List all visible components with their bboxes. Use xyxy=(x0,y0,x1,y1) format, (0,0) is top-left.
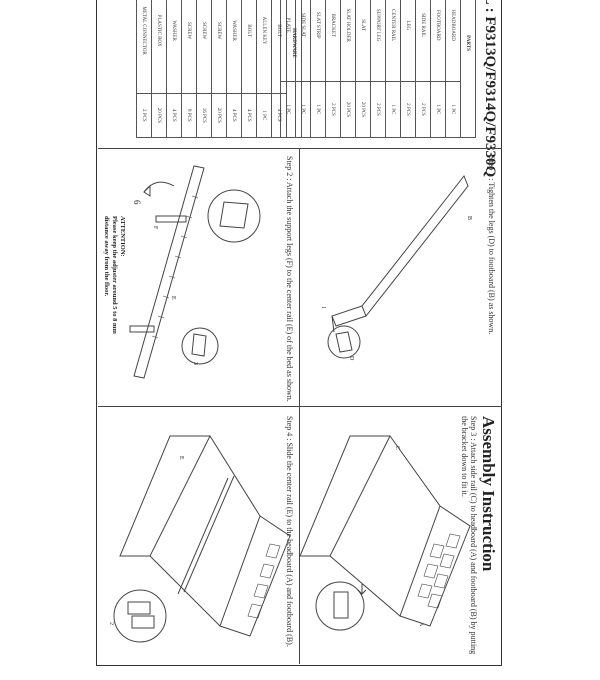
hardware-row: 5SCREW20 PCS xyxy=(211,0,227,138)
callout-2: 2 xyxy=(108,622,114,625)
hardware-part-name: SCREW xyxy=(211,0,227,94)
hardware-row: 7SCREW8 PCS xyxy=(181,0,197,138)
hardware-row: 8WASHER4 PCS xyxy=(166,0,182,138)
parts-header-row: PARTS xyxy=(460,0,476,138)
hardware-part-name: BOLT xyxy=(241,0,257,94)
attention-note: ATTENTION: Please keep the adjuster arou… xyxy=(102,216,126,334)
callout-1: 1 xyxy=(320,306,326,309)
hardware-header-row: HARDWARE xyxy=(286,0,302,138)
parts-part-name: FOOTBOARD xyxy=(430,0,446,82)
hardware-part-qty: 20 PCS xyxy=(211,93,227,138)
column-divider-2 xyxy=(98,406,502,407)
hardware-part-qty: 8 PCS xyxy=(181,93,197,138)
hardware-row: 3BOLT4 PCS xyxy=(241,0,257,138)
parts-part-name: SIDE RAIL xyxy=(415,0,431,82)
parts-part-name: SLAT xyxy=(355,0,371,82)
parts-part-name: CENTER RAIL xyxy=(385,0,401,82)
hardware-part-qty: 16 PCS xyxy=(196,93,212,138)
hardware-part-name: METAL CONNECTOR xyxy=(136,0,152,94)
parts-part-name: SUPPORT LEG xyxy=(370,0,386,82)
hardware-part-name: PLASTIC BOX xyxy=(151,0,167,94)
hardware-header: HARDWARE xyxy=(286,0,302,138)
hardware-row: 1BOLT4 PCS xyxy=(271,0,287,138)
callout-6: 6 xyxy=(132,200,142,205)
parts-part-qty: 20 PCS xyxy=(340,81,356,138)
instruction-sheet-photo: MODEL : F9313Q/F9314Q/F9330Q PARTSAHEADB… xyxy=(96,0,502,666)
hardware-row: 6SCREW16 PCS xyxy=(196,0,212,138)
parts-row: AHEADBOARD1 PC xyxy=(445,0,461,138)
step-4-illustration: E 2 xyxy=(108,434,291,643)
parts-part-qty: 2 PCS xyxy=(415,81,431,138)
callout-e-step4: E xyxy=(178,456,184,460)
parts-part-name: SLAT HOLDER xyxy=(340,0,356,82)
parts-part-qty: 2 PCS xyxy=(325,81,341,138)
callout-3: 3 xyxy=(192,362,198,365)
hardware-part-qty: 4 PCS xyxy=(166,93,182,138)
attention-title: ATTENTION: xyxy=(119,216,126,257)
parts-part-name: LEG xyxy=(400,0,416,82)
hardware-part-qty: 4 PCS xyxy=(271,93,287,138)
hardware-part-name: WASHER xyxy=(226,0,242,94)
callout-c: C xyxy=(394,446,400,450)
callout-e: E xyxy=(170,296,176,300)
parts-part-name: SLAT STRIP xyxy=(310,0,326,82)
callout-a: A xyxy=(418,622,424,627)
hardware-row: 4WASHER4 PCS xyxy=(226,0,242,138)
step-3-illustration: C A xyxy=(299,435,471,631)
instruction-sheet: MODEL : F9313Q/F9314Q/F9330Q PARTSAHEADB… xyxy=(88,0,512,680)
parts-row: BFOOTBOARD1 PC xyxy=(430,0,446,138)
parts-part-qty: 1 PC xyxy=(445,81,461,138)
step-3-text: Step 3 : Attach side rail (C) to headboa… xyxy=(460,416,478,655)
callout-f: F xyxy=(152,226,158,230)
attention-line-2: distance away from the floor. xyxy=(103,216,110,297)
attention-line-1: Please keep the adjuster around 5 to 8 m… xyxy=(111,216,118,334)
parts-part-name: HEADBOARD xyxy=(445,0,461,82)
parts-table: PARTSAHEADBOARD1 PCBFOOTBOARD1 PCCSIDE R… xyxy=(280,0,476,138)
parts-part-qty: 2 PCS xyxy=(370,81,386,138)
parts-part-qty: 1 PC xyxy=(430,81,446,138)
step-2-text: Step 2 : Attach the support legs (F) to … xyxy=(285,156,294,402)
parts-header: PARTS xyxy=(460,0,476,138)
hardware-part-qty: 4 PCS xyxy=(241,93,257,138)
hardware-part-name: SCREW xyxy=(196,0,212,94)
callout-d: D xyxy=(348,356,354,361)
hardware-part-name: ALLEN KEY xyxy=(256,0,272,94)
step-1-text: Step 1 : Tighten the legs (D) to footboa… xyxy=(487,156,496,335)
step-4-text: Step 4 : Slide the center rail (E) to th… xyxy=(285,416,294,647)
hardware-part-name: BOLT xyxy=(271,0,287,94)
model-title: MODEL : F9313Q/F9314Q/F9330Q xyxy=(482,0,498,178)
hardware-part-qty: 2 PCS xyxy=(136,93,152,138)
hardware-part-qty: 20 PCS xyxy=(151,93,167,138)
step-1-illustration: B D 1 xyxy=(320,175,472,361)
step-2-illustration: 6 F E 3 xyxy=(129,165,261,379)
parts-part-qty: 1 PC xyxy=(385,81,401,138)
parts-row: GSLAT20 PCS xyxy=(355,0,371,138)
column-divider-1 xyxy=(98,148,502,149)
parts-row: IBRACKET2 PCS xyxy=(325,0,341,138)
parts-part-qty: 1 PC xyxy=(310,81,326,138)
assembly-heading: Assembly Instruction xyxy=(479,416,498,572)
hardware-part-qty: 4 PCS xyxy=(226,93,242,138)
hardware-part-name: SCREW xyxy=(181,0,197,94)
hardware-part-name: WASHER xyxy=(166,0,182,94)
parts-row: DLEG2 PCS xyxy=(400,0,416,138)
hardware-part-qty: 1 PC xyxy=(256,93,272,138)
parts-part-qty: 2 PCS xyxy=(400,81,416,138)
parts-part-qty: 20 PCS xyxy=(355,81,371,138)
callout-b: B xyxy=(466,216,472,220)
parts-part-name: BRACKET xyxy=(325,0,341,82)
